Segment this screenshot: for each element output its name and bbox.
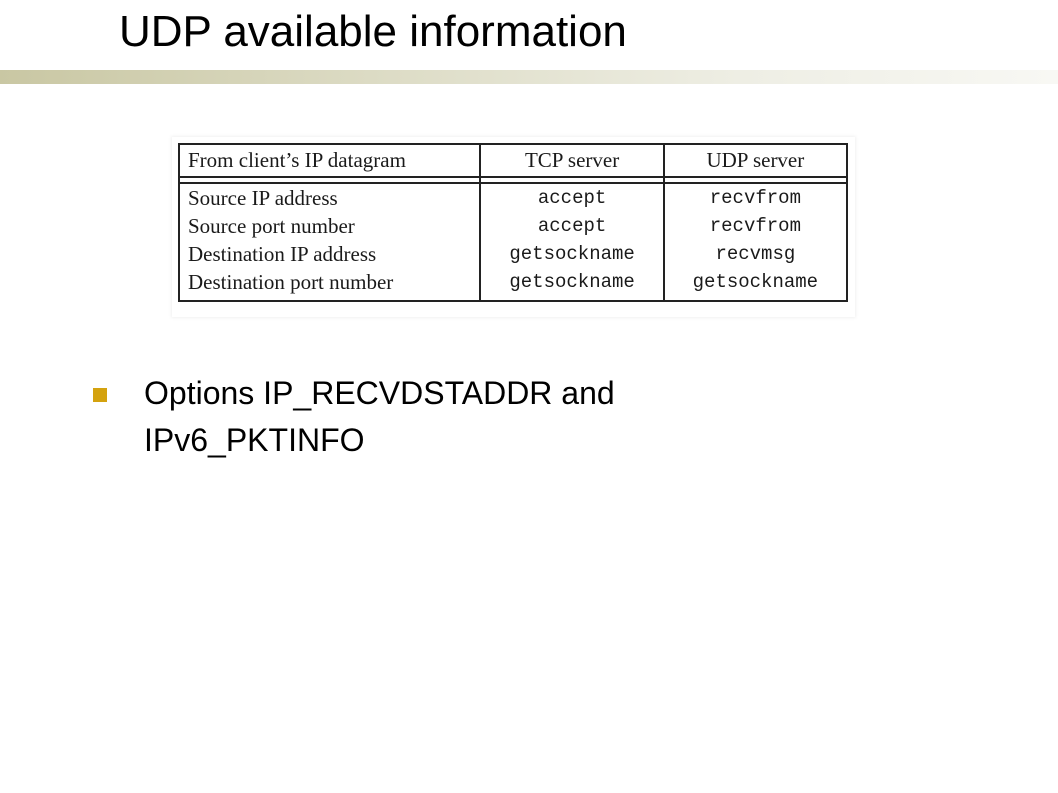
row-label: Destination IP address [188,241,377,266]
udp-function: getsockname [662,268,847,301]
udp-function: recvmsg [662,240,847,268]
udp-function: recvfrom [662,183,847,212]
header-from-client: From client’s IP datagram [179,144,481,178]
square-bullet-icon [93,388,107,402]
title-underline-rule [0,70,1058,84]
table-row: Destination port number getsockname gets… [179,268,847,301]
udp-function: recvfrom [662,212,847,240]
slide-title: UDP available information [119,7,627,56]
tcp-function: accept [479,212,664,240]
tcp-function: accept [479,183,664,212]
socket-info-table: From client’s IP datagram TCP server UDP… [178,143,848,302]
table-row: Source port number accept recvfrom [179,212,847,240]
row-label: Source IP address [188,185,338,210]
header-udp-server: UDP server [662,144,847,178]
table-header-row: From client’s IP datagram TCP server UDP… [179,144,847,178]
bullet-text: Options IP_RECVDSTADDR and IPv6_PKTINFO [144,375,615,458]
row-label: Destination port number [188,269,394,294]
table-row: Destination IP address getsockname recvm… [179,240,847,268]
row-label: Source port number [188,213,355,238]
header-separator [179,177,847,184]
tcp-function: getsockname [479,268,664,301]
header-tcp-server: TCP server [479,144,664,178]
table-row: Source IP address accept recvfrom [179,183,847,212]
table-image: From client’s IP datagram TCP server UDP… [172,137,855,317]
tcp-function: getsockname [479,240,664,268]
